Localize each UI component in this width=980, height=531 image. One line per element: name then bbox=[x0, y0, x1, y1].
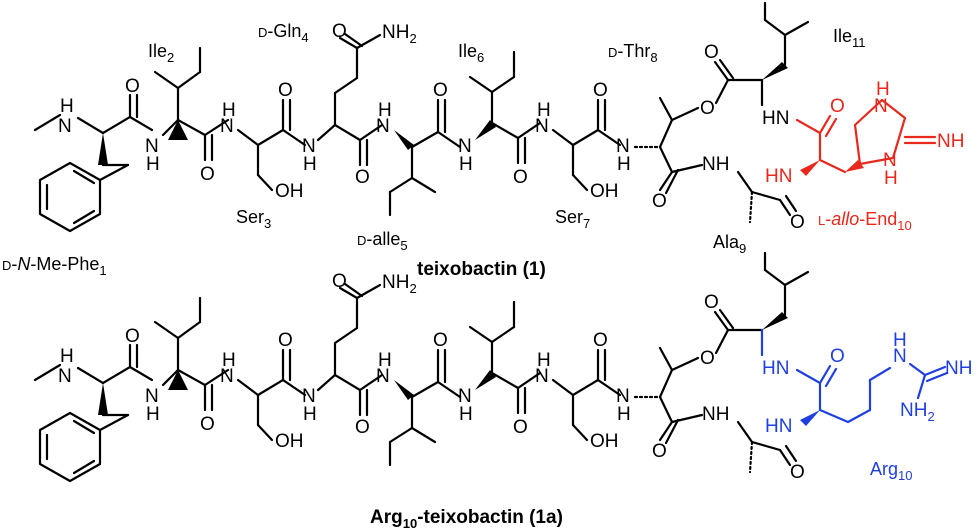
arg10-teixobactin-structure: H N O N H O H N OH O N H bbox=[33, 251, 972, 531]
teixobactin-structure: H N O N H O Ile2 H N OH O bbox=[2, 1, 964, 280]
svg-text:O: O bbox=[513, 417, 528, 438]
atom-n: N bbox=[616, 136, 630, 157]
svg-text:H: H bbox=[378, 350, 392, 371]
svg-text:NH: NH bbox=[702, 404, 729, 425]
atom-n-h: H bbox=[459, 154, 473, 175]
atom-n-h: NH bbox=[702, 154, 729, 175]
label-arg10: Arg10 bbox=[870, 459, 912, 483]
atom-o: O bbox=[652, 191, 667, 212]
label-ser7: Ser7 bbox=[555, 207, 590, 231]
svg-text:OH: OH bbox=[275, 431, 304, 452]
atom-n-h: NH bbox=[945, 358, 972, 379]
svg-text:H: H bbox=[537, 350, 551, 371]
label-ile2: Ile2 bbox=[148, 41, 174, 65]
label-thr8: D-Thr8 bbox=[608, 41, 658, 65]
atom-n: N bbox=[220, 116, 234, 137]
atom-n-h: NH bbox=[937, 131, 964, 152]
atom-n: N bbox=[302, 136, 316, 157]
atom-n: N bbox=[883, 150, 897, 171]
svg-text:O: O bbox=[593, 330, 608, 351]
atom-n: N bbox=[874, 96, 888, 117]
atom-n-h: H bbox=[617, 154, 631, 175]
atom-o: O bbox=[355, 167, 370, 188]
atom-n-h: H bbox=[893, 330, 907, 351]
atom-n: N bbox=[893, 346, 907, 367]
svg-text:H: H bbox=[459, 404, 473, 425]
svg-text:O: O bbox=[125, 326, 140, 347]
stereo-wedge bbox=[98, 133, 108, 165]
atom-oh: OH bbox=[275, 181, 304, 202]
atom-o: O bbox=[593, 80, 608, 101]
atom-n-h: HN bbox=[765, 166, 792, 187]
atom-n-h: HN bbox=[765, 416, 792, 437]
label-ile11: Ile11 bbox=[833, 26, 866, 50]
label-ala9: Ala9 bbox=[713, 232, 746, 256]
svg-text:H: H bbox=[146, 404, 160, 425]
atom-o: O bbox=[278, 80, 293, 101]
svg-text:N: N bbox=[220, 366, 234, 387]
atom-o: O bbox=[830, 346, 845, 367]
svg-text:O: O bbox=[652, 441, 667, 462]
svg-text:N: N bbox=[145, 386, 159, 407]
svg-text:N: N bbox=[302, 386, 316, 407]
atom-o: O bbox=[704, 42, 719, 63]
atom-n: N bbox=[58, 116, 72, 137]
svg-text:N: N bbox=[58, 366, 72, 387]
atom-o: O bbox=[513, 167, 528, 188]
svg-text:NH2: NH2 bbox=[382, 272, 417, 296]
atom-o: O bbox=[830, 96, 845, 117]
label-end10: L-allo-End10 bbox=[818, 209, 912, 233]
atom-nh2: NH2 bbox=[900, 400, 935, 424]
svg-text:O: O bbox=[433, 330, 448, 351]
atom-o: O bbox=[200, 164, 215, 185]
atom-n-h: H bbox=[378, 100, 392, 121]
svg-text:O: O bbox=[704, 292, 719, 313]
label-alle5: D-alle5 bbox=[357, 229, 408, 253]
atom-n-h: H bbox=[884, 168, 898, 189]
atom-n-h: H bbox=[303, 154, 317, 175]
label-phe1: D-N-Me-Phe1 bbox=[2, 254, 107, 278]
atom-nh2: NH2 bbox=[382, 22, 417, 46]
atom-n-h: HN bbox=[762, 358, 789, 379]
svg-text:O: O bbox=[278, 330, 293, 351]
svg-text:O: O bbox=[355, 417, 370, 438]
svg-text:N: N bbox=[535, 366, 549, 387]
svg-text:N: N bbox=[458, 386, 472, 407]
atom-n-h: H bbox=[222, 100, 236, 121]
svg-text:O: O bbox=[200, 414, 215, 435]
label-ile6: Ile6 bbox=[458, 41, 484, 65]
phenyl-ring bbox=[38, 161, 130, 233]
svg-text:O: O bbox=[332, 271, 347, 292]
atom-o: O bbox=[700, 98, 715, 119]
svg-text:H: H bbox=[222, 350, 236, 371]
atom-n-h: HN bbox=[762, 108, 789, 129]
label-gln4: D-Gln4 bbox=[258, 21, 309, 45]
svg-text:OH: OH bbox=[590, 431, 619, 452]
svg-text:H: H bbox=[617, 404, 631, 425]
atom-n-h: H bbox=[537, 100, 551, 121]
atom-n-h: H bbox=[146, 154, 160, 175]
title-arg10-teixobactin: Arg10-teixobactin (1a) bbox=[370, 507, 563, 531]
atom-o: O bbox=[332, 21, 347, 42]
atom-o: O bbox=[790, 212, 805, 233]
label-ser3: Ser3 bbox=[236, 207, 271, 231]
svg-text:N: N bbox=[616, 386, 630, 407]
atom-n: N bbox=[376, 116, 390, 137]
atom-o: O bbox=[125, 76, 140, 97]
svg-text:H: H bbox=[303, 404, 317, 425]
atom-n: N bbox=[145, 136, 159, 157]
atom-n: N bbox=[458, 136, 472, 157]
svg-text:O: O bbox=[700, 348, 715, 369]
title-teixobactin: teixobactin (1) bbox=[417, 259, 546, 280]
svg-text:N: N bbox=[376, 366, 390, 387]
atom-n: N bbox=[535, 116, 549, 137]
svg-text:H: H bbox=[60, 346, 74, 367]
atom-n-h: H bbox=[876, 79, 890, 100]
svg-text:O: O bbox=[790, 462, 805, 483]
atom-n-h: H bbox=[60, 96, 74, 117]
atom-o: O bbox=[433, 80, 448, 101]
atom-oh: OH bbox=[590, 181, 619, 202]
